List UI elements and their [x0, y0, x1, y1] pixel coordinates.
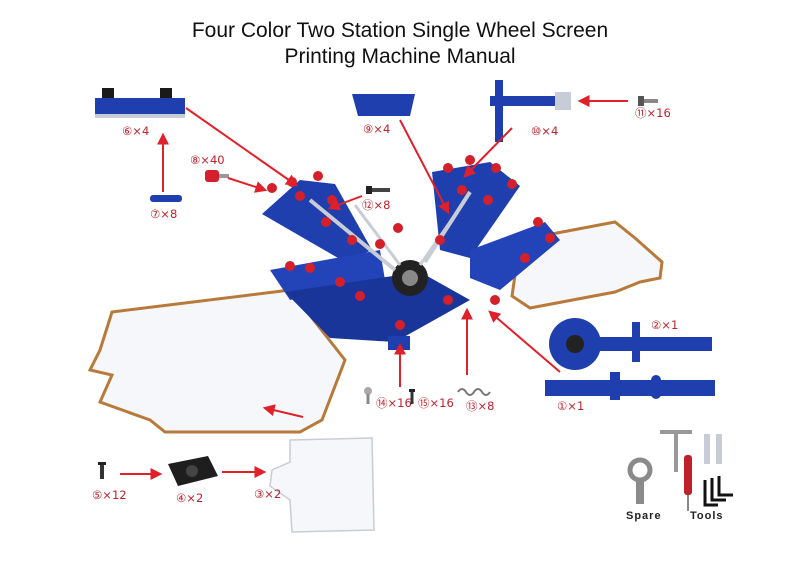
- part-label-15: ⑮×16: [418, 396, 454, 410]
- part-label-12: ⑫×8: [362, 198, 391, 212]
- part-label-6: ⑥×4: [122, 124, 150, 138]
- part-13-spring: [457, 388, 491, 396]
- part-label-4: ④×2: [176, 491, 204, 505]
- arrow-9: [399, 119, 450, 215]
- part-label-2: ②×1: [651, 318, 679, 332]
- spare-eye-bolt: [627, 457, 653, 504]
- pointer-arrows: [120, 95, 628, 480]
- arrow-pallet: [262, 404, 304, 418]
- part-1-base-arm: [545, 372, 715, 400]
- part-6-screen-clamp: [95, 88, 185, 118]
- arrow-10: [463, 127, 513, 178]
- part-4-pallet-bracket: [168, 456, 218, 486]
- arrow-8: [227, 177, 268, 193]
- part-label-14: ⑭×16: [376, 396, 412, 410]
- part-label-3: ③×2: [254, 487, 282, 501]
- part-label-1: ①×1: [557, 399, 585, 413]
- arrow-6: [185, 107, 298, 187]
- part-12-long-bolt: [366, 186, 390, 194]
- part-11-hex-bolt: [638, 96, 658, 106]
- part-label-7: ⑦×8: [150, 207, 178, 221]
- tools-set: [660, 430, 733, 511]
- diagram-title-line1: Four Color Two Station Single Wheel Scre…: [191, 19, 609, 42]
- part-label-13: ⑬×8: [466, 399, 495, 413]
- diagram-title-line2: Printing Machine Manual: [284, 45, 516, 68]
- press-machine: [262, 155, 560, 350]
- part-5-wood-screw: [98, 462, 106, 479]
- tools-label: Tools: [690, 510, 724, 522]
- part-14-ball-bolt: [364, 387, 372, 404]
- part-10-arm: [490, 80, 571, 142]
- pallet-board-left: [87, 288, 347, 434]
- part-8-knob-bolt: [205, 170, 229, 182]
- part-label-5: ⑤×12: [92, 488, 127, 502]
- part-label-9: ⑨×4: [363, 122, 391, 136]
- part-7-link-plate: [150, 195, 182, 202]
- part-15-screw: [409, 389, 415, 404]
- part-2-rotary-disc: [549, 318, 712, 370]
- arrow-1: [488, 310, 561, 373]
- part-3-pallet: [269, 437, 375, 533]
- part-label-11: ⑪×16: [635, 106, 671, 120]
- part-9-bracket: [352, 94, 415, 116]
- part-label-8: ⑧×40: [190, 153, 225, 167]
- arrow-12: [327, 195, 363, 211]
- spare-label: Spare: [626, 510, 662, 522]
- part-label-10: ⑩×4: [531, 124, 559, 138]
